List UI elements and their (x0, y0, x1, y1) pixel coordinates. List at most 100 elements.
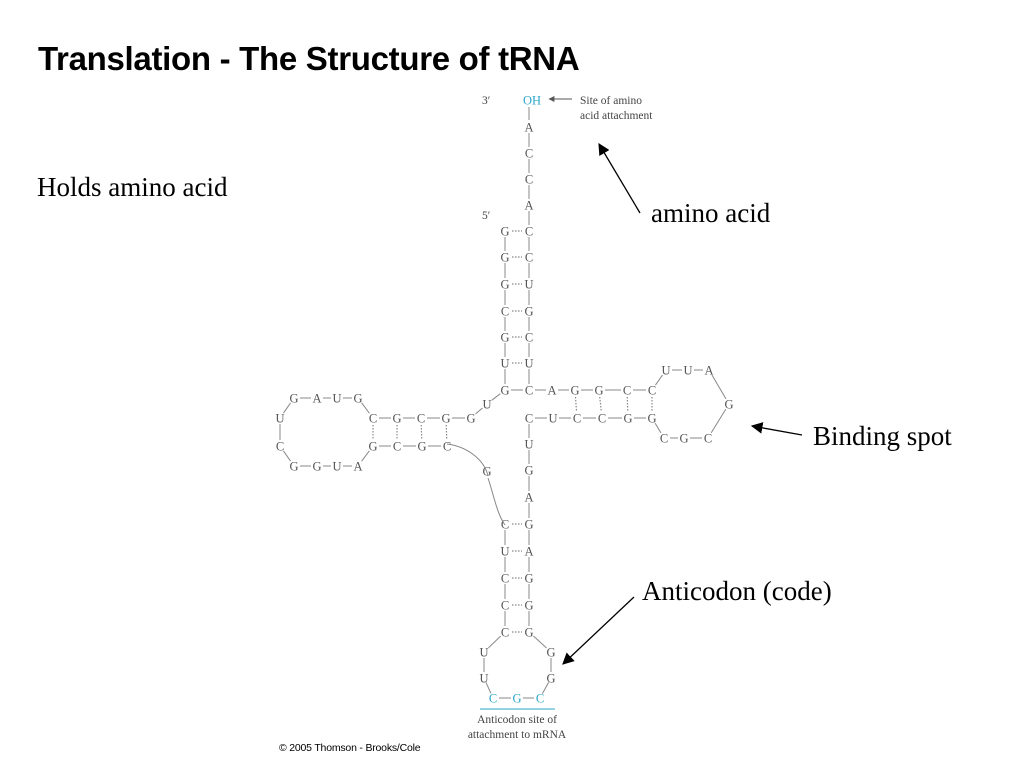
t-loop-nucleotide: U (683, 364, 692, 378)
amino-acid-arrow (598, 142, 641, 214)
t-arm-top-nucleotide: C (623, 384, 631, 398)
backbone-bond (361, 450, 370, 462)
d-arm-top-nucleotide: G (466, 412, 475, 426)
acceptor-stem-3prime-nucleotide: C (525, 251, 533, 265)
d-arm-top-nucleotide: C (417, 412, 425, 426)
t-arm-bottom-nucleotide: C (525, 412, 533, 426)
d-arm-top-nucleotide: G (441, 412, 450, 426)
d-loop-nucleotide: G (289, 460, 298, 474)
anticodon-stem-right-nucleotide: G (524, 626, 533, 640)
acceptor-stem-5prime-nucleotide: G (500, 251, 509, 265)
backbone-bond (710, 408, 727, 434)
base-pair-hbond (574, 396, 578, 412)
backbone-bond (711, 374, 727, 400)
t-arm-bottom-nucleotide: U (548, 412, 557, 426)
backbone-bond (491, 393, 501, 401)
t-arm-top-nucleotide: C (648, 384, 656, 398)
acceptor-tail-nucleotide: A (524, 121, 533, 135)
backbone-bond (541, 682, 550, 694)
acceptor-stem-3prime-nucleotide: U (524, 357, 533, 371)
t-arm-top-nucleotide: G (570, 384, 579, 398)
binding-spot-callout-label: Binding spot (813, 421, 952, 451)
anticodon-stem-right-nucleotide: G (524, 572, 533, 586)
d-loop-nucleotide: U (332, 392, 341, 406)
anticodon-loop-nucleotide: G (546, 672, 555, 686)
d-loop-nucleotide: U (275, 412, 284, 426)
site-of-amino-label-line1: Site of amino (580, 95, 642, 107)
acceptor-stem-3prime-nucleotide: C (525, 331, 533, 345)
t-loop-nucleotide: C (660, 432, 668, 446)
base-pair-hbond (420, 424, 423, 440)
backbone-bond (655, 374, 663, 386)
site-of-amino-label-line2: acid attachment (580, 110, 653, 122)
anticodon-nucleotide: G (512, 692, 521, 706)
anticodon-loop-nucleotide: U (479, 672, 488, 686)
anticodon-nucleotide: C (489, 692, 497, 706)
acceptor-tail-nucleotide: C (525, 173, 533, 187)
t-arm-top-nucleotide: G (594, 384, 603, 398)
backbone-bond (654, 422, 662, 434)
acceptor-stem-5prime-nucleotide: G (500, 278, 509, 292)
anticodon-loop-nucleotide: U (479, 646, 488, 660)
d-loop-nucleotide: G (289, 392, 298, 406)
acceptor-stem-3prime-nucleotide: G (524, 305, 533, 319)
five-prime-end-label: 5′ (482, 210, 490, 222)
t-arm-bottom-nucleotide: G (647, 412, 656, 426)
base-pair-hbond (445, 424, 448, 440)
copyright-notice: © 2005 Thomson - Brooks/Cole (279, 742, 421, 754)
variable-loop-strand (446, 443, 506, 526)
acceptor-tail-nucleotide: C (525, 147, 533, 161)
anticodon-stem-right-nucleotide: G (524, 464, 533, 478)
backbone-bond (475, 407, 483, 415)
d-loop-nucleotide: G (312, 460, 321, 474)
backbone-bond (361, 402, 370, 414)
backbone-bond (533, 635, 547, 649)
acceptor-tail-nucleotide: A (524, 199, 533, 213)
acceptor-stem-5prime-nucleotide: C (501, 305, 509, 319)
anticodon-stem-right-nucleotide: A (524, 545, 533, 559)
three-prime-end-label: 3′ (482, 95, 490, 107)
t-loop-nucleotide: C (704, 432, 712, 446)
anticodon-loop-nucleotide: G (546, 646, 555, 660)
anticodon-site-label-line1: Anticodon site of (477, 714, 557, 726)
anticodon-nucleotide: C (536, 692, 544, 706)
anticodon-stem-left-nucleotide: C (501, 626, 509, 640)
t-loop-nucleotide: U (661, 364, 670, 378)
backbone-bond (283, 402, 291, 414)
backbone-bond (485, 682, 492, 694)
anticodon-arrow (562, 596, 635, 665)
anticodon-stem-left-nucleotide: U (500, 545, 509, 559)
page-title: Translation - The Structure of tRNA (38, 40, 580, 77)
base-pair-hbond (626, 396, 629, 412)
d-arm-top-nucleotide: G (392, 412, 401, 426)
t-arm-bottom-nucleotide: G (623, 412, 632, 426)
t-arm-bottom-nucleotide: C (573, 412, 581, 426)
d-loop-nucleotide: G (353, 392, 362, 406)
d-loop-nucleotide: U (332, 460, 341, 474)
junction-nucleotide: U (482, 398, 491, 412)
backbone-bond (487, 635, 502, 649)
anticodon-site-label-line2: attachment to mRNA (468, 729, 567, 741)
acceptor-stem-3prime-nucleotide: U (524, 278, 533, 292)
anticodon-stem-right-nucleotide: G (524, 599, 533, 613)
acceptor-stem-5prime-nucleotide: G (500, 225, 509, 239)
d-loop-nucleotide: C (276, 440, 284, 454)
holds-amino-acid-label: Holds amino acid (37, 172, 228, 202)
d-loop-nucleotide: A (312, 392, 321, 406)
anticodon-stem-right-nucleotide: G (524, 518, 533, 532)
t-arm-bottom-nucleotide: C (598, 412, 606, 426)
binding-spot-arrow (750, 422, 803, 436)
anticodon-stem-right-nucleotide: U (524, 438, 533, 452)
backbone-bond (283, 450, 291, 462)
anticodon-stem-left-nucleotide: C (501, 599, 509, 613)
acceptor-stem-3prime-nucleotide: C (525, 225, 533, 239)
t-loop-nucleotide: G (724, 398, 733, 412)
amino-acid-callout-label: amino acid (651, 198, 771, 228)
t-loop-nucleotide: A (704, 364, 713, 378)
d-arm-top-nucleotide: C (369, 412, 377, 426)
anticodon-stem-left-nucleotide: C (501, 572, 509, 586)
junction-nucleotide: G (500, 384, 509, 398)
d-arm-bottom-nucleotide: C (443, 440, 451, 454)
oh-3prime-hydroxyl: OH (523, 94, 541, 108)
